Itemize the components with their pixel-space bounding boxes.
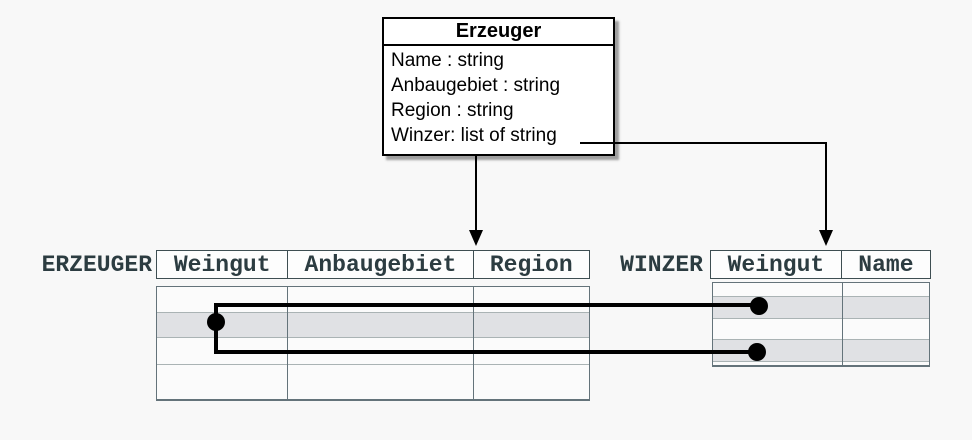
winzer-col-name: Name: [840, 251, 930, 278]
class-title: Erzeuger: [384, 19, 613, 46]
winzer-table-label: WINZER: [620, 251, 703, 278]
class-attribute-winzer: Winzer: list of string: [391, 125, 557, 146]
arrow-winzer-horizontal-line: [580, 142, 827, 144]
column-divider: [473, 287, 474, 399]
winzer-col-weingut: Weingut: [727, 251, 825, 278]
record-link-top-line: [214, 303, 760, 307]
record-link-bottom-line: [214, 350, 758, 354]
row-divider: [713, 296, 929, 297]
record-anchor-dot-erzeuger: [207, 313, 225, 331]
uml-class-box: Erzeuger Name : string Anbaugebiet : str…: [382, 17, 615, 156]
column-divider: [842, 283, 843, 365]
class-attribute-name: Name : string: [391, 50, 504, 71]
winzer-highlighted-row: [713, 296, 929, 318]
row-divider: [713, 339, 929, 340]
row-divider: [713, 361, 929, 362]
class-attribute-region: Region : string: [391, 100, 514, 121]
record-anchor-dot-winzer-1: [750, 297, 768, 315]
arrowhead-down-icon: [469, 230, 483, 246]
column-divider: [287, 287, 288, 399]
erzeuger-col-region: Region: [472, 251, 589, 278]
row-divider: [157, 364, 589, 365]
arrow-winzer-vertical-line: [825, 142, 827, 231]
erzeuger-col-anbaugebiet: Anbaugebiet: [287, 251, 472, 278]
row-divider: [713, 318, 929, 319]
winzer-highlighted-row: [713, 339, 929, 361]
erzeuger-table-header: Weingut Anbaugebiet Region: [156, 250, 590, 279]
record-anchor-dot-winzer-2: [748, 343, 766, 361]
erzeuger-col-weingut: Weingut: [173, 251, 271, 278]
erzeuger-table-label: ERZEUGER: [41, 251, 152, 278]
class-attribute-anbaugebiet: Anbaugebiet : string: [391, 75, 561, 96]
erzeuger-highlighted-row: [157, 312, 589, 337]
row-divider: [157, 312, 589, 313]
row-divider: [157, 337, 589, 338]
arrow-class-to-erzeuger-line: [475, 156, 477, 232]
class-attribute-list: Name : string Anbaugebiet : string Regio…: [384, 46, 613, 148]
winzer-table-header: Weingut Name: [710, 250, 931, 279]
arrowhead-down-icon: [819, 230, 833, 246]
winzer-table-body: [712, 282, 930, 367]
